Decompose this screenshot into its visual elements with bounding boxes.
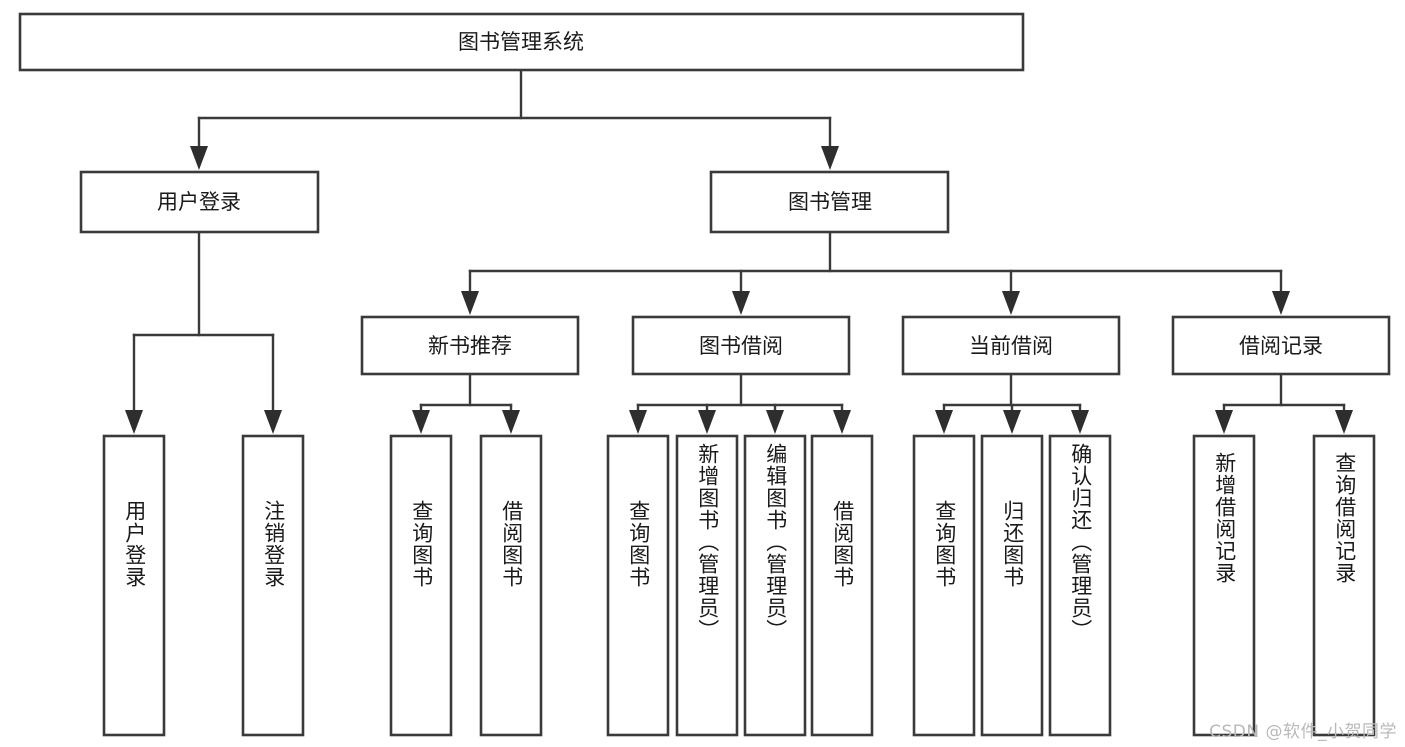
node-borrow-record-box[interactable] bbox=[1171, 315, 1391, 376]
leaf-boxes bbox=[102, 434, 1376, 737]
node-leaf-return-book-box[interactable] bbox=[980, 434, 1044, 737]
connector-current-borrow-to-leaves bbox=[935, 372, 1089, 434]
arrow-head-leaf-user-login bbox=[125, 410, 143, 434]
arrow-head-leaf-query-record bbox=[1335, 410, 1353, 434]
node-current-borrow-label: 当前借阅 bbox=[969, 334, 1053, 358]
node-borrow-record-label: 借阅记录 bbox=[1239, 334, 1323, 358]
node-book-manage[interactable]: 图书管理 bbox=[709, 170, 950, 234]
node-leaf-edit-book-box[interactable] bbox=[743, 434, 807, 737]
node-leaf-user-login-box[interactable] bbox=[102, 434, 166, 737]
arrow-head-book-borrow bbox=[732, 291, 750, 315]
arrow-head-leaf-borrow-book-2 bbox=[833, 410, 851, 434]
node-book-borrow[interactable]: 图书借阅 bbox=[631, 315, 851, 376]
connector-new-book-recommend-to-leaves bbox=[412, 372, 520, 434]
node-leaf-query-book-2-box[interactable] bbox=[606, 434, 670, 737]
node-borrow-record[interactable]: 借阅记录 bbox=[1171, 315, 1391, 376]
node-book-manage-label: 图书管理 bbox=[788, 190, 872, 214]
node-leaf-user-logout-box[interactable] bbox=[241, 434, 305, 737]
watermark-text: CSDN @软件_小贺同学 bbox=[1209, 722, 1397, 742]
node-leaf-query-record-box[interactable] bbox=[1312, 434, 1376, 737]
arrow-head-new-book-recommend bbox=[461, 291, 479, 315]
arrow-head-leaf-confirm-return bbox=[1071, 410, 1089, 434]
connector-book-borrow-to-leaves bbox=[629, 372, 851, 434]
arrow-head-current-borrow bbox=[1002, 291, 1020, 315]
arrow-head-leaf-query-book-1 bbox=[412, 410, 430, 434]
arrow-head-leaf-add-book bbox=[698, 410, 716, 434]
node-root[interactable]: 图书管理系统 bbox=[18, 12, 1025, 72]
arrow-head-borrow-record bbox=[1272, 291, 1290, 315]
node-book-manage-box[interactable] bbox=[709, 170, 950, 234]
node-book-borrow-label: 图书借阅 bbox=[699, 334, 783, 358]
connector-root-to-level2 bbox=[190, 68, 839, 170]
arrow-head-leaf-add-record bbox=[1215, 410, 1233, 434]
connector-borrow-record-to-leaves bbox=[1215, 372, 1353, 434]
node-new-book-recommend-label: 新书推荐 bbox=[428, 334, 512, 358]
node-current-borrow-box[interactable] bbox=[901, 315, 1121, 376]
connector-user-login-to-leaves bbox=[125, 230, 282, 434]
node-new-book-recommend-box[interactable] bbox=[360, 315, 580, 376]
arrow-head-leaf-query-book-3 bbox=[935, 410, 953, 434]
arrow-head-leaf-return-book bbox=[1003, 410, 1021, 434]
node-root-label: 图书管理系统 bbox=[458, 30, 584, 54]
node-user-login-box[interactable] bbox=[79, 170, 320, 234]
arrow-head-leaf-edit-book bbox=[766, 410, 784, 434]
node-leaf-borrow-book-2-box[interactable] bbox=[810, 434, 874, 737]
arrow-head-user-login bbox=[190, 146, 208, 170]
node-user-login-label: 用户登录 bbox=[157, 190, 241, 214]
node-root-box[interactable] bbox=[18, 12, 1025, 72]
connector-book-manage-to-level3 bbox=[461, 230, 1290, 315]
arrow-head-leaf-borrow-book-1 bbox=[502, 410, 520, 434]
arrow-head-leaf-user-logout bbox=[264, 410, 282, 434]
node-user-login[interactable]: 用户登录 bbox=[79, 170, 320, 234]
node-leaf-query-book-1-box[interactable] bbox=[389, 434, 453, 737]
node-current-borrow[interactable]: 当前借阅 bbox=[901, 315, 1121, 376]
node-new-book-recommend[interactable]: 新书推荐 bbox=[360, 315, 580, 376]
arrow-head-leaf-query-book-2 bbox=[629, 410, 647, 434]
node-leaf-confirm-return-box[interactable] bbox=[1048, 434, 1112, 737]
node-book-borrow-box[interactable] bbox=[631, 315, 851, 376]
node-leaf-query-book-3-box[interactable] bbox=[912, 434, 976, 737]
node-leaf-add-book-box[interactable] bbox=[675, 434, 739, 737]
node-leaf-borrow-book-1-box[interactable] bbox=[479, 434, 543, 737]
arrow-head-book-manage bbox=[821, 146, 839, 170]
node-leaf-add-record-box[interactable] bbox=[1192, 434, 1256, 737]
